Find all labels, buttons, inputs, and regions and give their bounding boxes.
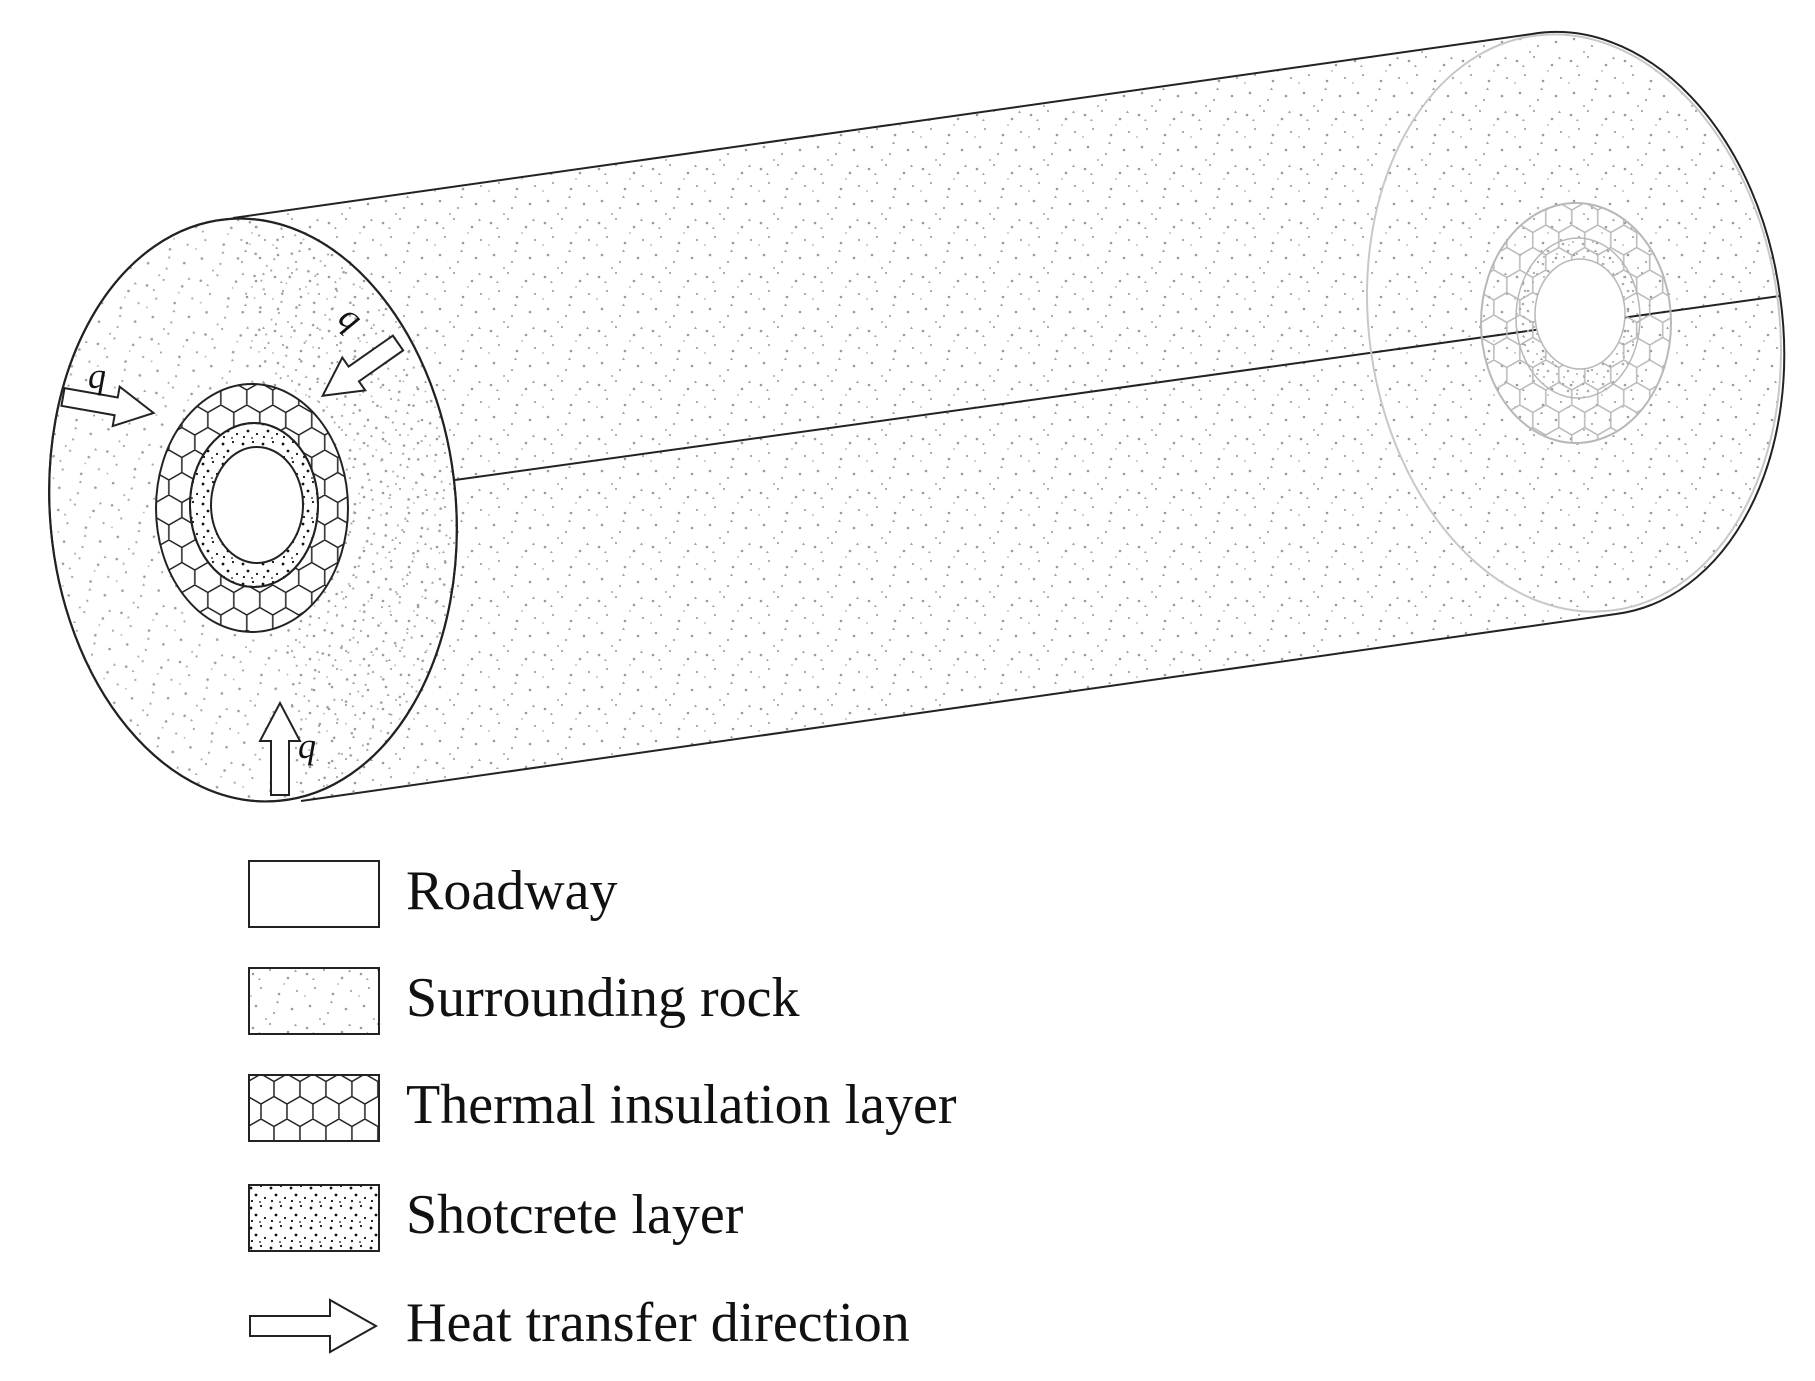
far-roadway [1534, 258, 1626, 370]
thermal-insulation-swatch [248, 1074, 380, 1142]
legend-label-heat-transfer: Heat transfer direction [406, 1292, 910, 1354]
legend-item-roadway: Roadway [248, 858, 1248, 928]
heat-arrow-upper-right [320, 334, 405, 398]
flux-label-left: q [88, 356, 106, 396]
legend-label-shotcrete: Shotcrete layer [406, 1184, 744, 1246]
roadway-swatch [248, 860, 380, 928]
shotcrete-swatch [248, 1184, 380, 1252]
legend-label-thermal-insulation: Thermal insulation layer [406, 1074, 957, 1136]
far-end-cross-section [1366, 31, 1786, 615]
flux-label-bottom: q [298, 726, 316, 766]
legend-item-shotcrete: Shotcrete layer [248, 1182, 1248, 1252]
heat-arrow-left [60, 384, 156, 428]
front-roadway [210, 446, 304, 564]
heat-transfer-arrow-icon [249, 1298, 379, 1354]
legend-item-surrounding-rock: Surrounding rock [248, 965, 1248, 1035]
heat-arrow-bottom [258, 700, 302, 796]
surrounding-rock-swatch [248, 967, 380, 1035]
legend-label-surrounding-rock: Surrounding rock [406, 967, 800, 1029]
front-cross-section [48, 217, 458, 803]
legend-item-heat-transfer: Heat transfer direction [248, 1290, 1248, 1360]
legend-item-thermal-insulation: Thermal insulation layer [248, 1072, 1248, 1142]
legend-label-roadway: Roadway [406, 860, 618, 922]
